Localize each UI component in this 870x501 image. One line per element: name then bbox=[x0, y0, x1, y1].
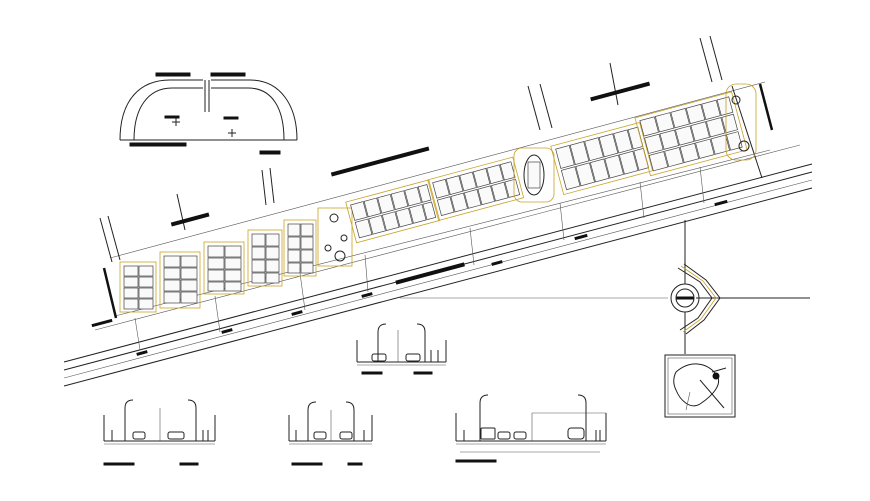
street-label bbox=[395, 262, 465, 285]
block-8 bbox=[550, 121, 654, 196]
road-section-4 bbox=[455, 394, 607, 463]
block-4 bbox=[247, 229, 283, 287]
cul-de-sac-detail bbox=[119, 72, 298, 155]
road-edge bbox=[63, 187, 813, 387]
end-plaza bbox=[725, 83, 757, 161]
road-edge bbox=[94, 144, 801, 331]
park-area bbox=[317, 207, 353, 267]
street-label bbox=[330, 146, 430, 177]
title-bar bbox=[210, 72, 246, 77]
road-edge bbox=[63, 179, 813, 379]
block-3 bbox=[203, 241, 245, 295]
central-plaza bbox=[513, 147, 555, 203]
roundabout bbox=[400, 220, 810, 354]
road-section-3 bbox=[288, 401, 373, 466]
parcel-boundary bbox=[109, 81, 766, 259]
block-7 bbox=[427, 156, 525, 221]
road-section-1 bbox=[356, 323, 447, 375]
block-6 bbox=[345, 179, 441, 244]
site-plan bbox=[63, 35, 813, 387]
block-5 bbox=[283, 219, 317, 277]
road-edge bbox=[63, 163, 813, 363]
scale-bar bbox=[259, 150, 281, 155]
street-label bbox=[170, 212, 210, 227]
block-1 bbox=[119, 261, 157, 313]
road-section-2 bbox=[103, 399, 216, 466]
block-2 bbox=[159, 251, 201, 309]
location-map bbox=[664, 354, 736, 418]
title-bar bbox=[129, 142, 187, 147]
title-bar bbox=[155, 72, 191, 77]
street-label bbox=[590, 81, 651, 102]
